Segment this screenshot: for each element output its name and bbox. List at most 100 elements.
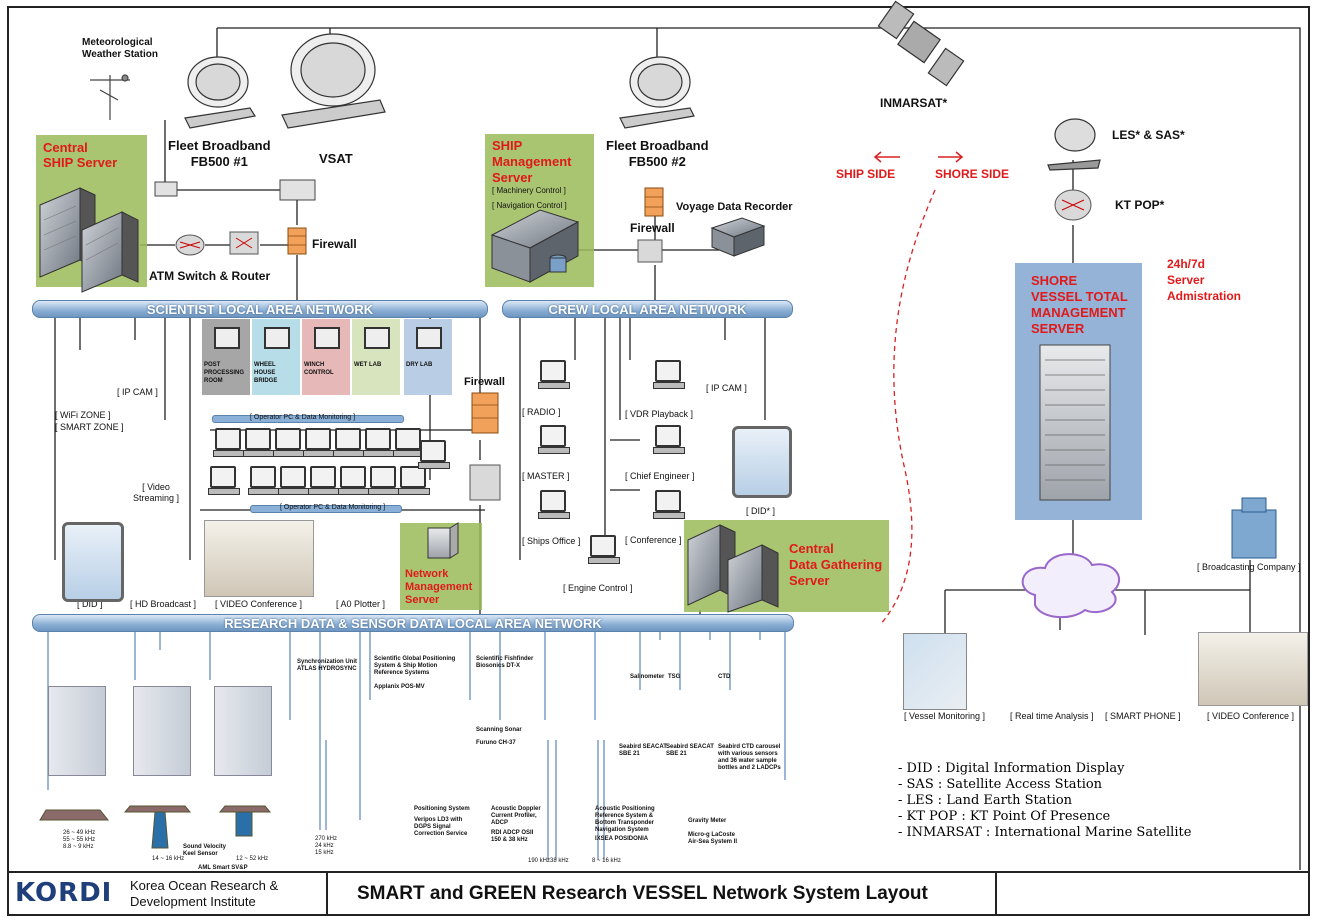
aml-label: AML Smart SV&P: [198, 865, 248, 871]
workstation-icon: [243, 428, 275, 457]
workstation-icon: [248, 466, 280, 495]
freq-label-4: 270 kHz 24 kHz 15 kHz: [315, 836, 338, 856]
lab-room-label: DRY LAB: [406, 362, 433, 368]
did-screen-icon: [62, 522, 124, 602]
keyboard-icon: [588, 557, 620, 564]
keyboard-icon: [273, 450, 305, 457]
lab-room-2: WINCH CONTROL: [302, 319, 350, 395]
a0-plotter-label: [ A0 Plotter ]: [336, 599, 386, 609]
hd-broadcast-label: [ HD Broadcast ]: [130, 599, 197, 609]
keyboard-icon: [278, 488, 310, 495]
keyboard-icon: [368, 488, 400, 495]
radio-label: [ RADIO ]: [522, 407, 561, 417]
keyboard-icon: [538, 382, 570, 389]
research-lan-bus: RESEARCH DATA & SENSOR DATA LOCAL AREA N…: [32, 614, 794, 632]
monitor-icon: [314, 327, 340, 349]
keyboard-icon: [363, 450, 395, 457]
gravity-meter-label: Gravity Meter: [688, 818, 727, 824]
vdr-playback-label: [ VDR Playback ]: [625, 409, 694, 419]
firewall-label-1: Firewall: [312, 237, 357, 251]
broadcasting-company-label: [ Broadcasting Company ]: [1197, 562, 1301, 572]
firewall-label-3: Firewall: [464, 376, 505, 388]
lab-room-0: POST PROCESSING ROOM: [202, 319, 250, 395]
operator-pc-bar-1: [212, 415, 404, 423]
realtime-analysis-label: [ Real time Analysis ]: [1010, 711, 1094, 721]
seacat-2-label: Seabird SEACAT SBE 21: [666, 744, 714, 757]
kt-pop-label: KT POP*: [1115, 198, 1165, 212]
workstation-icon: [538, 425, 570, 454]
operator-pc-label-2: [ Operator PC & Data Monitoring ]: [280, 504, 386, 511]
legend-item: - SAS : Satellite Access Station: [898, 777, 1103, 792]
gps-ref-label: Scientific Global Positioning System & S…: [374, 656, 456, 676]
chief-engineer-label: [ Chief Engineer ]: [625, 471, 695, 481]
outer-frame: [7, 6, 1310, 916]
les-sas-label: LES* & SAS*: [1112, 128, 1185, 142]
keyboard-icon: [398, 488, 430, 495]
seacat-1-label: Seabird SEACAT SBE 21: [619, 744, 667, 757]
engine-control-label: [ Engine Control ]: [563, 583, 633, 593]
operator-pc-bar-2: [250, 505, 402, 513]
workstation-icon: [393, 428, 425, 457]
monitor-icon: [416, 327, 442, 349]
freq-label-2: 14 ~ 16 kHz: [152, 856, 185, 862]
ip-cam-label-2: [ IP CAM ]: [706, 383, 747, 393]
ship-side-label: SHIP SIDE: [836, 167, 896, 181]
workstation-icon: [338, 466, 370, 495]
video-conference-label: [ VIDEO Conference ]: [215, 599, 303, 609]
workstation-icon: [273, 428, 305, 457]
keyboard-icon: [248, 488, 280, 495]
keyboard-icon: [653, 447, 685, 454]
video-conference-image: [204, 520, 314, 597]
keyboard-icon: [538, 447, 570, 454]
shore-video-conference-label: [ VIDEO Conference ]: [1207, 711, 1295, 721]
monitor-icon: [364, 327, 390, 349]
scientist-lan-bus: SCIENTIST LOCAL AREA NETWORK: [32, 300, 488, 318]
ctd-carousel-label: Seabird CTD carousel with various sensor…: [718, 744, 781, 771]
did-label: [ DID ]: [77, 599, 103, 609]
firewall-label-2: Firewall: [630, 221, 675, 235]
lab-room-label: WHEEL HOUSE BRIDGE: [254, 362, 278, 384]
keyboard-icon: [538, 512, 570, 519]
freq-label-1: 26 ~ 49 kHz 55 ~ 55 kHz 8.8 ~ 9 kHz: [63, 830, 96, 850]
workstation-icon: [363, 428, 395, 457]
lab-room-label: POST PROCESSING ROOM: [204, 362, 245, 384]
server-admin-label: 24h/7d Server Admistration: [1167, 257, 1242, 303]
crew-lan-bus: CREW LOCAL AREA NETWORK: [502, 300, 793, 318]
kordi-logo: KORDI: [15, 878, 113, 908]
vdr-label: Voyage Data Recorder: [676, 201, 793, 213]
fb500-1-label: Fleet Broadband FB500 #1: [168, 138, 271, 169]
keyboard-icon: [653, 512, 685, 519]
salinometer-label: Salinometer: [630, 674, 665, 680]
weather-station-label: Meteorological Weather Station: [82, 37, 158, 60]
central-ship-server-label: Central SHIP Server: [43, 140, 118, 170]
workstation-icon: [308, 466, 340, 495]
acoustic-doppler-label: Acoustic Doppler Current Profiler, ADCP: [491, 806, 541, 826]
freq-label-7: 8 ~ 16 kHz: [592, 858, 621, 864]
video-conference-image: [1198, 632, 1308, 706]
workstation-icon: [418, 440, 450, 469]
workstation-icon: [333, 428, 365, 457]
lacoste-label: Micro-g LaCoste Air-Sea System II: [688, 832, 738, 845]
keyboard-icon: [243, 450, 275, 457]
applanix-label: Applanix POS-MV: [374, 684, 425, 690]
master-label: [ MASTER ]: [522, 471, 570, 481]
sensor-cabinet-icon: [214, 686, 272, 776]
footer-divider-1: [326, 873, 328, 916]
keyboard-icon: [338, 488, 370, 495]
shore-server-label: SHORE VESSEL TOTAL MANAGEMENT SERVER: [1031, 273, 1128, 336]
footer-divider-2: [995, 873, 997, 916]
legend-item: - DID : Digital Information Display: [898, 761, 1125, 776]
scanning-sonar-label: Scanning Sonar: [476, 727, 522, 733]
workstation-icon: [398, 466, 430, 495]
research-lan-label: RESEARCH DATA & SENSOR DATA LOCAL AREA N…: [224, 616, 602, 631]
sensor-cabinet-icon: [133, 686, 191, 776]
veripos-label: Veripos LD3 with DGPS Signal Correction …: [414, 817, 468, 837]
vessel-monitoring-map: [903, 633, 967, 710]
workstation-icon: [653, 425, 685, 454]
legend-item: - LES : Land Earth Station: [898, 793, 1073, 808]
freq-label-3: 12 ~ 52 kHz: [236, 856, 269, 862]
lab-room-label: WINCH CONTROL: [304, 362, 334, 376]
workstation-icon: [303, 428, 335, 457]
freq-label-5: 190 kHz: [528, 858, 551, 864]
workstation-icon: [653, 360, 685, 389]
